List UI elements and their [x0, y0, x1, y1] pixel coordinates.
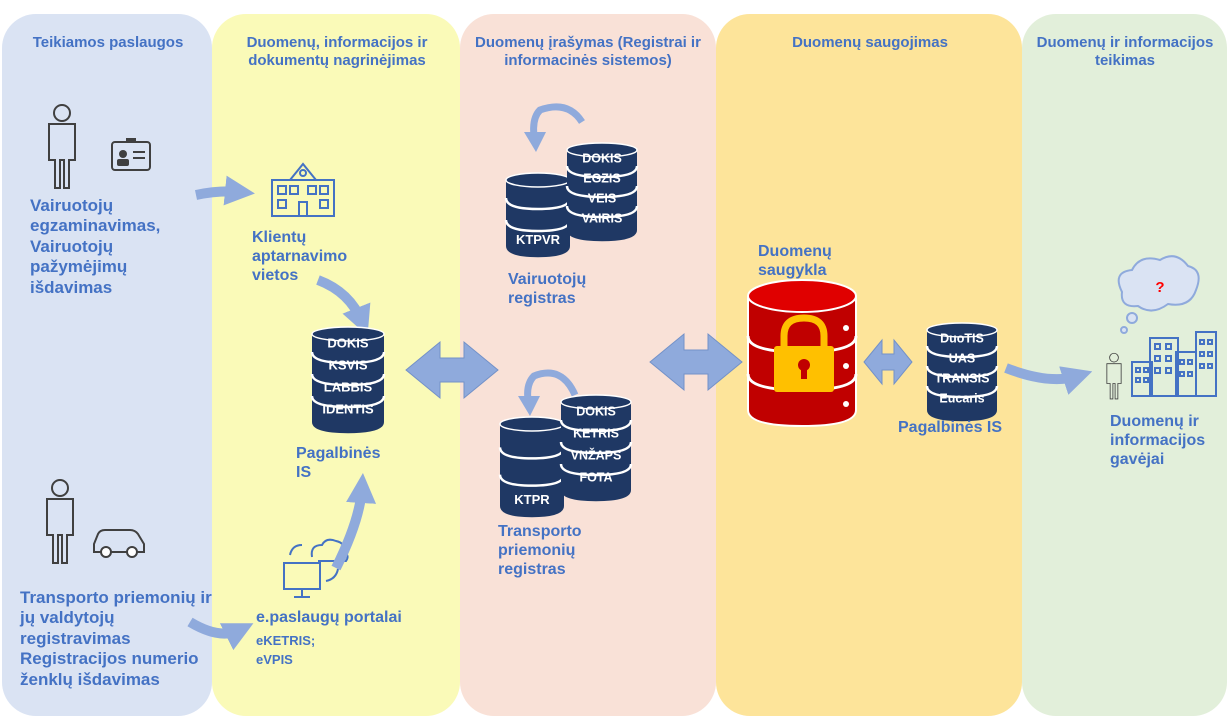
school-building-icon — [271, 162, 335, 217]
db-label: FOTA — [579, 471, 612, 485]
db-driver-register-stack: DOKIS EGZIS VEIS VAIRIS — [565, 142, 639, 242]
refresh-arrow-driver — [530, 103, 585, 137]
double-arrow-recording-storage — [649, 332, 743, 392]
arrow-to-recipients — [1004, 363, 1093, 395]
id-card-icon — [111, 138, 151, 171]
db-label: VNŽAPS — [571, 448, 622, 463]
db-label: Eucaris — [939, 391, 984, 405]
double-arrow-analysis-recording — [405, 340, 499, 400]
person-icon-driver — [48, 104, 76, 189]
db-label: DOKIS — [582, 151, 622, 165]
db-analysis-aux-is: DOKIS KSVIS LABBIS IDENTIS — [310, 326, 386, 434]
arrow-points-to-aux — [316, 275, 371, 336]
lock-icon — [774, 314, 834, 392]
db-storage-aux-is: DuoTIS UAS TRANSIS Eucaris — [925, 322, 999, 422]
db-label: UAS — [949, 351, 975, 365]
question-mark: ? — [1155, 279, 1164, 296]
db-vehicle-register-stack: DOKIS KETRIS VNŽAPS FOTA — [559, 394, 633, 502]
db-label: DuoTIS — [940, 331, 984, 345]
refresh-arrowhead-driver — [524, 132, 546, 152]
analysis-aux-is-label: Pagalbinės IS — [296, 445, 381, 482]
driver-service-text: Vairuotojų egzaminavimas, Vairuotojų paž… — [30, 196, 161, 297]
refresh-arrow-vehicle — [524, 369, 579, 401]
column-title-analysis: Duomenų, informacijos ir dokumentų nagri… — [246, 34, 428, 69]
thought-cloud-icon — [1117, 255, 1200, 334]
db-label: LABBIS — [324, 380, 373, 395]
eportal-title: e.paslaugų portalai — [256, 609, 402, 626]
column-title-provision: Duomenų ir informacijos teikimas — [1036, 34, 1214, 69]
db-label: KTPR — [514, 492, 550, 507]
db-label: KETRIS — [573, 427, 619, 441]
eportal-items: eKETRIS; eVPIS — [256, 633, 316, 667]
storage-vault — [746, 279, 858, 428]
db-ktpr: KTPR — [498, 416, 566, 518]
person-icon-vehicle-owner — [46, 479, 74, 564]
db-label: TRANSIS — [935, 371, 990, 385]
db-label: EGZIS — [583, 171, 621, 185]
vehicle-service-text: Transporto priemonių ir jų valdytojų reg… — [20, 588, 212, 689]
arrow-to-service-points — [194, 175, 255, 206]
db-label: VAIRIS — [582, 211, 623, 225]
db-label: KTPVR — [516, 232, 561, 247]
vehicle-register-label: Transporto priemonių registras — [498, 523, 582, 579]
db-label: KSVIS — [328, 358, 367, 373]
driver-register-label: Vairuotojų registras — [508, 271, 587, 308]
column-title-recording: Duomenų įrašymas (Registrai ir informaci… — [475, 34, 701, 69]
storage-aux-is-label: Pagalbinės IS — [898, 419, 1003, 436]
column-title-services: Teikiamos paslaugos — [32, 34, 184, 51]
repository-label: Duomenų saugykla — [758, 243, 832, 280]
person-icon-recipient — [1106, 352, 1122, 400]
arrow-to-eportal — [187, 617, 254, 651]
db-ktpvr: KTPVR — [504, 172, 572, 258]
refresh-arrowhead-vehicle — [518, 396, 540, 416]
db-label: DOKIS — [576, 405, 616, 419]
db-label: VEIS — [588, 191, 617, 205]
recipients-label: Duomenų ir informacijos gavėjai — [1110, 413, 1206, 469]
db-label: DOKIS — [327, 336, 369, 351]
db-label: IDENTIS — [322, 402, 374, 417]
column-services — [2, 14, 212, 716]
service-points-label: Klientų aptarnavimo vietos — [252, 229, 348, 285]
arrow-portal-to-aux — [331, 473, 377, 571]
column-title-storage: Duomenų saugojimas — [792, 34, 948, 51]
car-icon — [93, 529, 145, 558]
double-arrow-storage-aux — [863, 338, 913, 386]
city-buildings-icon — [1131, 331, 1217, 397]
